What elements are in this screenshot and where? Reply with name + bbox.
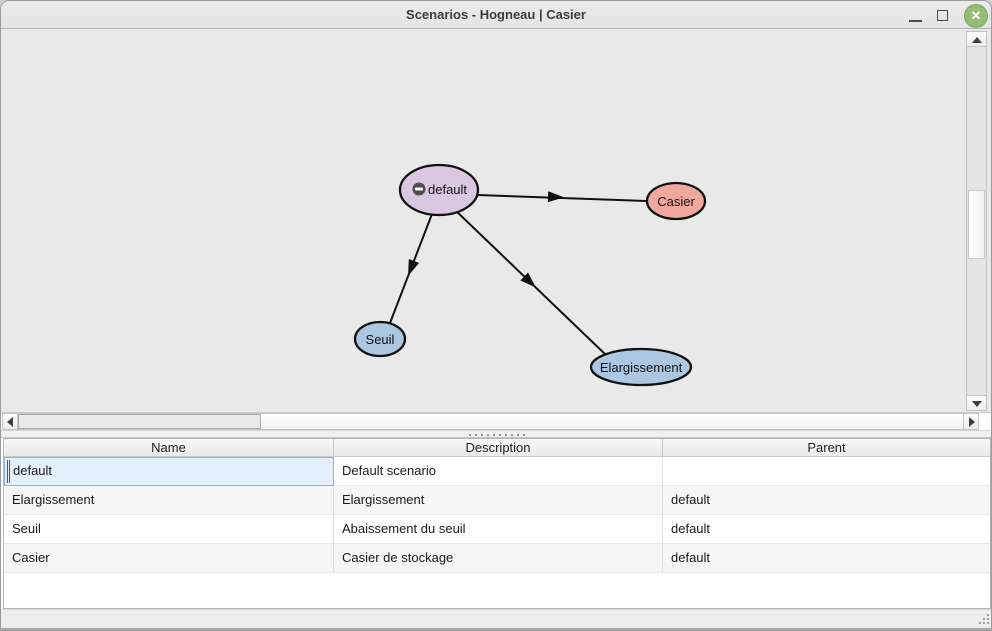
- maximize-icon[interactable]: [937, 10, 948, 21]
- cell-parent[interactable]: [663, 457, 990, 486]
- graph-node-label: Seuil: [366, 332, 395, 347]
- minus-circle-icon-bar: [415, 187, 423, 191]
- table-row: Elargissement Elargissement default: [4, 486, 990, 515]
- table-header: Name Description Parent: [4, 439, 990, 457]
- graph-node-casier[interactable]: Casier: [645, 181, 707, 221]
- edge-default-seuil: [389, 213, 433, 324]
- cell-parent[interactable]: default: [663, 486, 990, 515]
- cell-parent[interactable]: default: [663, 515, 990, 544]
- vertical-scrollbar[interactable]: [966, 31, 987, 411]
- table-row: default Default scenario: [4, 457, 990, 486]
- scroll-up-button[interactable]: [967, 32, 986, 47]
- cell-parent[interactable]: default: [663, 544, 990, 573]
- splitter-grip-icon: [467, 434, 527, 436]
- scroll-down-icon: [972, 401, 982, 407]
- column-header-name[interactable]: Name: [4, 439, 334, 457]
- column-header-parent[interactable]: Parent: [807, 440, 846, 455]
- minimize-icon[interactable]: [909, 20, 922, 22]
- edit-caret-icon: [7, 460, 10, 483]
- horizontal-scrollbar[interactable]: [2, 413, 979, 430]
- window-title: Scenarios - Hogneau | Casier: [406, 7, 586, 22]
- column-header-description[interactable]: Description: [334, 439, 663, 457]
- cell-description[interactable]: Elargissement: [334, 486, 663, 515]
- scroll-left-icon: [7, 417, 13, 427]
- edge-default-elargissement: [453, 208, 607, 356]
- pane-splitter[interactable]: [1, 430, 991, 438]
- scroll-left-button[interactable]: [3, 414, 18, 429]
- graph-node-seuil[interactable]: Seuil: [353, 320, 407, 358]
- edge-default-casier: [477, 191, 648, 203]
- table-row: Casier Casier de stockage default: [4, 544, 990, 573]
- arrowhead-icon: [547, 191, 564, 203]
- graph-node-label: Elargissement: [600, 360, 683, 375]
- cell-description[interactable]: Casier de stockage: [334, 544, 663, 573]
- cell-text: default: [13, 463, 53, 478]
- cell-description[interactable]: Default scenario: [334, 457, 663, 486]
- scroll-right-button[interactable]: [963, 414, 978, 429]
- status-bar: [1, 609, 991, 630]
- scroll-right-icon: [969, 417, 975, 427]
- cell-name-selected[interactable]: default: [4, 457, 334, 486]
- titlebar[interactable]: Scenarios - Hogneau | Casier ✕: [1, 1, 991, 29]
- scroll-up-icon: [972, 37, 982, 43]
- arrowhead-icon: [520, 272, 536, 288]
- vertical-scrollbar-thumb[interactable]: [968, 190, 985, 259]
- graph-node-default[interactable]: default: [398, 163, 480, 217]
- cell-name[interactable]: Elargissement: [4, 486, 334, 515]
- scenario-graph-pane[interactable]: default Casier Seuil Elargissement: [1, 29, 991, 413]
- scroll-down-button[interactable]: [967, 395, 986, 410]
- graph-node-label: Casier: [657, 194, 695, 209]
- graph-node-elargissement[interactable]: Elargissement: [589, 347, 693, 387]
- table-row: Seuil Abaissement du seuil default: [4, 515, 990, 544]
- cell-name[interactable]: Seuil: [4, 515, 334, 544]
- cell-name[interactable]: Casier: [4, 544, 334, 573]
- cell-description[interactable]: Abaissement du seuil: [334, 515, 663, 544]
- resize-grip-icon[interactable]: [977, 612, 989, 624]
- graph-node-label: default: [428, 182, 467, 197]
- horizontal-scrollbar-thumb[interactable]: [18, 414, 261, 429]
- arrowhead-icon: [408, 259, 419, 276]
- close-icon[interactable]: ✕: [964, 4, 988, 28]
- scenario-table: Name Description Parent default Default …: [3, 438, 991, 609]
- scenario-graph-canvas: default Casier Seuil Elargissement: [353, 163, 707, 387]
